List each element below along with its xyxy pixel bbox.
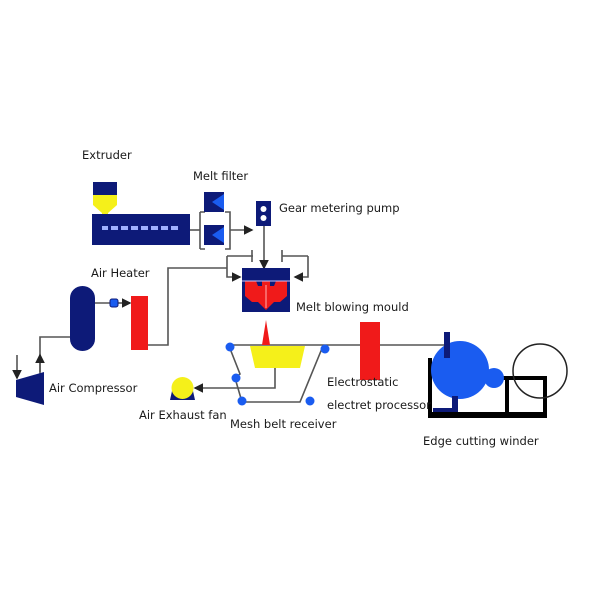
label-air-heater: Air Heater [91,266,150,280]
label-electrostatic-line1: Electrostatic [327,375,398,389]
melt-filter [204,192,224,245]
label-air-exhaust-fan: Air Exhaust fan [139,408,227,422]
pipe-heater-to-mould [148,267,227,346]
winder-small-roll [484,368,504,388]
label-melt-filter: Melt filter [193,169,248,183]
belt-roller [231,373,241,383]
labels: Extruder Melt filter Gear metering pump … [49,148,539,448]
winder-roll-outline [512,343,568,399]
gear-metering-pump [256,201,271,226]
melt-blowing-mould [242,268,290,345]
belt-roller [305,396,315,406]
pipe-filter-bypass [199,211,231,250]
label-edge-cutting-winder: Edge cutting winder [423,434,539,448]
winder-blade-top [444,332,450,358]
pipe-compressor-to-tank [39,336,72,375]
label-electrostatic-line2: electret processor [327,398,431,412]
suction-box [250,346,305,368]
edge-cutting-winder [428,332,568,418]
label-melt-blowing-mould: Melt blowing mould [296,300,409,314]
extruder-hopper-funnel [93,195,117,220]
air-compressor [16,372,44,405]
winder-box [505,376,547,418]
air-tank [70,286,95,351]
mesh-belt [228,345,324,403]
air-heater [109,296,148,350]
label-mesh-belt-receiver: Mesh belt receiver [230,417,337,431]
pipe-hotair-right [281,250,309,277]
extruder-hopper-top [93,182,117,195]
air-heater-body [131,296,148,350]
melt-jet [262,320,270,345]
mesh-belt-receiver [225,342,330,406]
pipe-hotair-left [226,250,253,277]
label-extruder: Extruder [82,148,132,162]
belt-roller [237,396,247,406]
electret-processor [360,322,380,380]
winder-blade-bottom [452,396,458,414]
belt-roller [320,344,330,354]
label-gear-metering-pump: Gear metering pump [279,201,400,215]
air-heater-valve [109,298,119,308]
label-air-compressor: Air Compressor [49,381,138,395]
pipe-receiver-to-exhaust [193,365,276,393]
extruder-screw [102,226,178,230]
belt-roller [225,342,235,352]
extruder [92,182,190,245]
winder-main-roll [431,341,489,399]
air-exhaust-fan [170,377,195,400]
